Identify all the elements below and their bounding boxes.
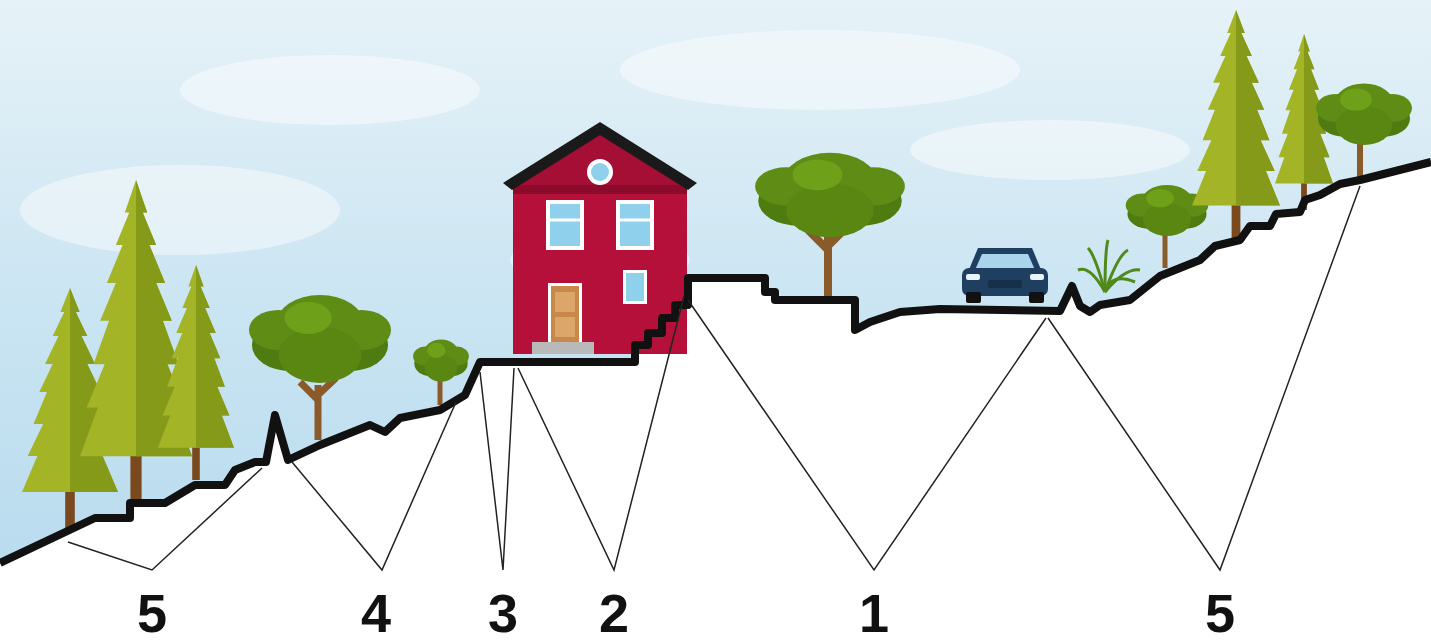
car-body (962, 268, 1048, 296)
ground-line (0, 162, 1431, 563)
car (962, 248, 1048, 303)
callout-number: 4 (361, 586, 391, 640)
wheel (1029, 292, 1044, 303)
window-bar (550, 219, 580, 222)
conifer-tree (158, 265, 234, 480)
door-panel (555, 292, 575, 312)
callout-number: 2 (599, 586, 629, 640)
window-frame (546, 200, 584, 250)
gable (512, 130, 688, 185)
window-frame (616, 200, 654, 250)
leader-lines (68, 186, 1360, 570)
door-panel (555, 317, 575, 337)
round-window-frame (587, 159, 613, 185)
tree-crown (755, 153, 905, 237)
window-glass (550, 204, 580, 246)
ground (0, 162, 1431, 642)
roof-edge (503, 122, 697, 190)
leader-line (518, 296, 684, 570)
leader-line (1048, 186, 1360, 570)
tree-trunk (438, 378, 443, 405)
headlight (966, 274, 980, 280)
leader-line (292, 402, 456, 570)
leader-line (68, 468, 262, 570)
tree-crown (1126, 185, 1209, 236)
leader-line (480, 368, 514, 570)
tree-crown (413, 339, 469, 381)
tree-trunk (300, 378, 336, 440)
callout-number: 5 (1205, 586, 1235, 640)
door-frame (548, 283, 582, 343)
window-bar (620, 219, 650, 222)
callout-number: 5 (137, 586, 167, 640)
windshield (975, 254, 1035, 270)
conifer-tree (80, 180, 192, 505)
tree-crown (249, 295, 391, 383)
grille (988, 280, 1022, 288)
headlight (1030, 274, 1044, 280)
window-glass (626, 273, 644, 301)
callout-number: 3 (488, 586, 518, 640)
wheel (966, 292, 981, 303)
palm-plant (1078, 240, 1140, 292)
window-frame (623, 270, 647, 304)
leader-line (688, 300, 1046, 570)
conifer-tree (1192, 10, 1280, 240)
door (551, 286, 579, 343)
window-glass (620, 204, 650, 246)
door-step (532, 342, 594, 354)
tree-crown (1316, 84, 1412, 146)
callout-number: 1 (859, 586, 889, 640)
round-window (591, 163, 609, 181)
